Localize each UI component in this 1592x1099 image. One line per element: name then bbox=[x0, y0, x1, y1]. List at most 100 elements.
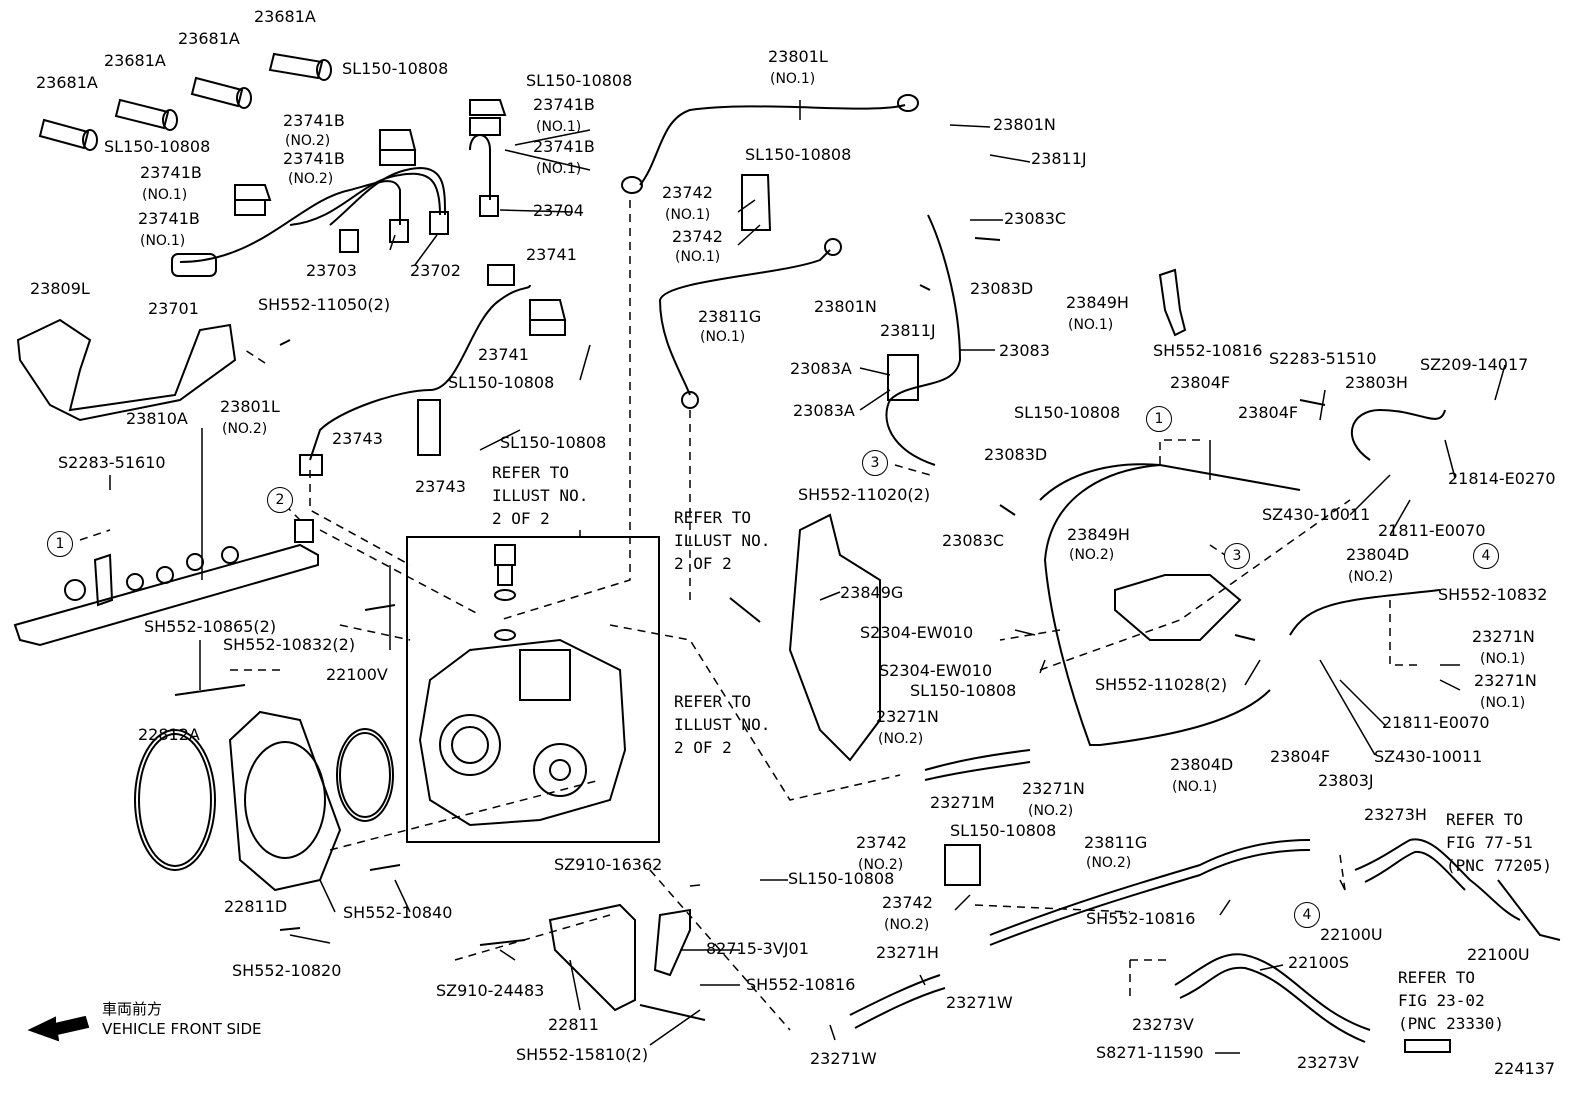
part-label: SL150-10808 bbox=[1014, 403, 1121, 422]
part-label: 23849G bbox=[840, 583, 904, 602]
part-label: 23810A bbox=[126, 409, 188, 428]
part-label: 23804F bbox=[1270, 747, 1331, 766]
part-label: 23811G bbox=[698, 307, 762, 326]
part-label: (NO.1) bbox=[770, 71, 816, 87]
part-label: 23083D bbox=[984, 445, 1048, 464]
part-label: 23801L bbox=[768, 47, 828, 66]
part-label: SL150-10808 bbox=[745, 145, 852, 164]
pipe-fitting-top bbox=[487, 264, 515, 286]
pipe-23801l-no2 bbox=[309, 284, 531, 461]
bracket-23849g bbox=[788, 513, 881, 762]
bolts bbox=[174, 237, 1326, 1021]
part-label: 23801L bbox=[220, 397, 280, 416]
pump-group-box bbox=[406, 536, 660, 843]
circled-number: 2 bbox=[267, 487, 293, 513]
part-label: S2304-EW010 bbox=[879, 661, 993, 680]
part-label: (NO.2) bbox=[288, 171, 334, 187]
reference-note: REFER TO ILLUST NO. 2 OF 2 bbox=[492, 463, 589, 528]
part-label: 23704 bbox=[533, 201, 584, 220]
part-label: 23271N bbox=[876, 707, 939, 726]
part-label: SH552-10840 bbox=[343, 903, 453, 922]
part-label: 23271N bbox=[1472, 627, 1535, 646]
pipe-end bbox=[897, 94, 919, 112]
part-label: (NO.1) bbox=[140, 233, 186, 249]
part-label: (NO.2) bbox=[1069, 547, 1115, 563]
part-label: 23804F bbox=[1238, 403, 1299, 422]
part-label: SL150-10808 bbox=[500, 433, 607, 452]
circled-number: 4 bbox=[1473, 543, 1499, 569]
part-label: 23811G bbox=[1084, 833, 1148, 852]
injector-nozzles bbox=[38, 52, 332, 151]
part-label: 23741B bbox=[283, 149, 345, 168]
circled-number: 3 bbox=[862, 450, 888, 476]
part-label: (NO.1) bbox=[675, 249, 721, 265]
part-label: 23083C bbox=[1004, 209, 1067, 228]
part-label: SZ430-10011 bbox=[1262, 505, 1371, 524]
part-label: (NO.2) bbox=[878, 731, 924, 747]
dashed-leaders bbox=[79, 200, 1420, 1031]
part-label: SL150-10808 bbox=[104, 137, 211, 156]
pipe-23804d-no1 bbox=[1039, 463, 1301, 746]
part-label: (NO.2) bbox=[285, 133, 331, 149]
pipe-23083 bbox=[885, 214, 962, 466]
part-label: 23271W bbox=[946, 993, 1013, 1012]
part-label: 23849H bbox=[1066, 293, 1129, 312]
common-rail bbox=[13, 519, 319, 647]
part-label: 23273H bbox=[1364, 805, 1427, 824]
part-label: SZ910-16362 bbox=[554, 855, 663, 874]
part-label: 21814-E0270 bbox=[1448, 469, 1556, 488]
pipe-23811g-no1 bbox=[658, 249, 831, 396]
part-label: (NO.2) bbox=[1028, 803, 1074, 819]
part-label: S2304-EW010 bbox=[860, 623, 974, 642]
part-label: 23083A bbox=[793, 401, 855, 420]
part-label: 23271N bbox=[1474, 671, 1537, 690]
circled-number: 3 bbox=[1224, 543, 1250, 569]
part-label: 23681A bbox=[36, 73, 98, 92]
part-label: (NO.1) bbox=[1068, 317, 1114, 333]
part-label: 23741B bbox=[140, 163, 202, 182]
part-label: 23743 bbox=[415, 477, 466, 496]
part-label: (NO.2) bbox=[222, 421, 268, 437]
part-label: SH552-10816 bbox=[1086, 909, 1196, 928]
part-label: 23741 bbox=[478, 345, 529, 364]
bracket-23849h-no1 bbox=[1158, 268, 1187, 337]
part-label: 23741B bbox=[283, 111, 345, 130]
part-label: 23742 bbox=[856, 833, 907, 852]
circled-number: 1 bbox=[1146, 406, 1172, 432]
part-label: SH552-10816 bbox=[746, 975, 856, 994]
part-label: 23271M bbox=[930, 793, 995, 812]
part-label: SH552-10816 bbox=[1153, 341, 1263, 360]
part-label: 22811 bbox=[548, 1015, 599, 1034]
part-label: 23804F bbox=[1170, 373, 1231, 392]
part-label: 23804D bbox=[1170, 755, 1234, 774]
part-label: 22100V bbox=[326, 665, 388, 684]
part-label: 23681A bbox=[104, 51, 166, 70]
part-label: SZ910-24483 bbox=[436, 981, 545, 1000]
part-label: 23741B bbox=[533, 137, 595, 156]
part-label: 23083C bbox=[942, 531, 1005, 550]
block-23849h-no2 bbox=[1114, 574, 1242, 641]
part-label: S2283-51610 bbox=[58, 453, 166, 472]
reference-note: REFER TO ILLUST NO. 2 OF 2 bbox=[674, 692, 771, 757]
part-label: 23801N bbox=[993, 115, 1056, 134]
part-label: SH552-10865(2) bbox=[144, 617, 277, 636]
part-label: S2283-51510 bbox=[1269, 349, 1377, 368]
part-label: SH552-15810(2) bbox=[516, 1045, 649, 1064]
part-label: SH552-10832(2) bbox=[223, 635, 356, 654]
part-label: 23803J bbox=[1318, 771, 1374, 790]
part-label: 23681A bbox=[254, 7, 316, 26]
part-label: (NO.1) bbox=[536, 119, 582, 135]
gasket-housing bbox=[134, 710, 394, 892]
part-label: SZ430-10011 bbox=[1374, 747, 1483, 766]
part-label: 23849H bbox=[1067, 525, 1130, 544]
pipe-end bbox=[824, 238, 842, 256]
part-label: 23742 bbox=[672, 227, 723, 246]
part-label: 82715-3VJ01 bbox=[706, 939, 809, 958]
part-label: 23742 bbox=[882, 893, 933, 912]
part-label: (NO.1) bbox=[142, 187, 188, 203]
reference-note: REFER TO ILLUST NO. 2 OF 2 bbox=[674, 508, 771, 573]
hoses bbox=[849, 749, 1561, 1053]
part-label: 23743 bbox=[332, 429, 383, 448]
part-label: SL150-10808 bbox=[910, 681, 1017, 700]
